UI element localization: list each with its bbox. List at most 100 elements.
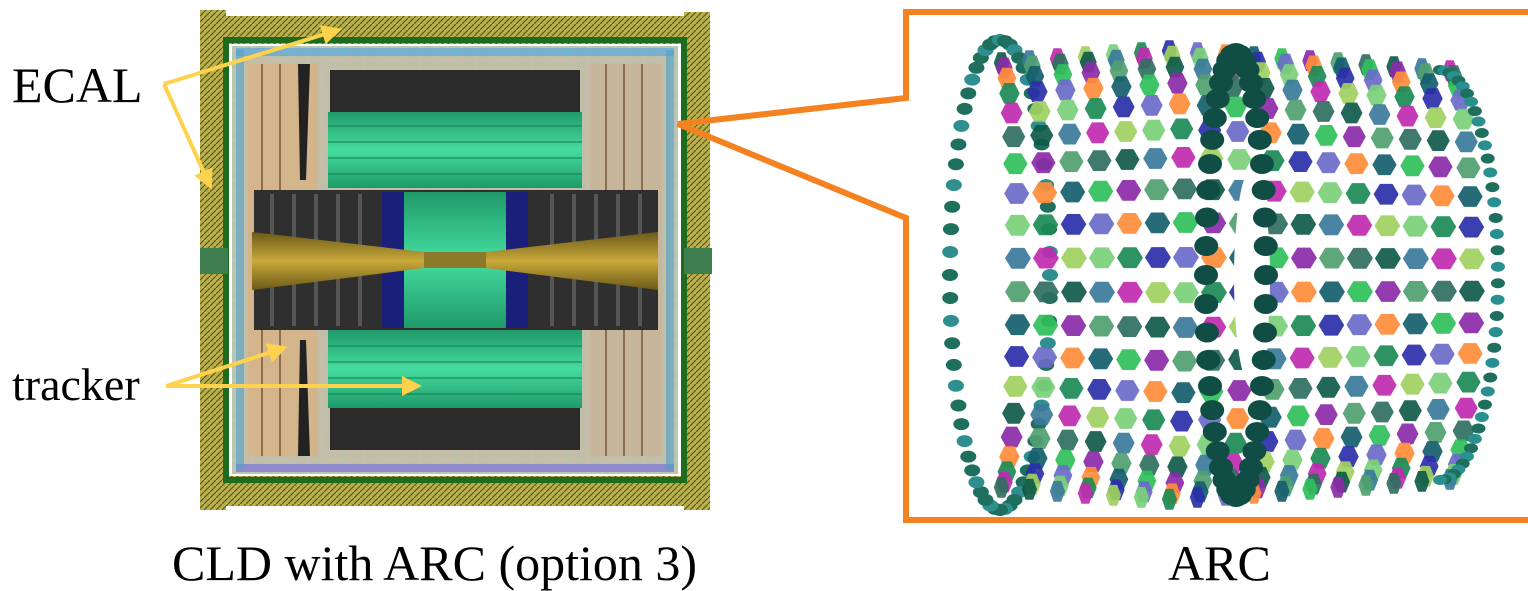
arc-cell <box>1198 154 1223 174</box>
arc-cell <box>1032 314 1059 336</box>
arc-cell <box>1253 293 1278 314</box>
arc-cell <box>1386 473 1402 494</box>
arc-cell <box>950 138 967 151</box>
arc-cell <box>1194 293 1219 314</box>
arc-cell <box>1358 475 1374 496</box>
arc-cell <box>1394 86 1415 108</box>
arc-cell <box>1165 56 1185 78</box>
arc-cell <box>1109 60 1129 82</box>
arc-cell <box>1115 380 1140 401</box>
arc-cell <box>1290 247 1317 269</box>
arc-cell <box>942 245 959 258</box>
arc-cell <box>1374 215 1401 237</box>
arc-cell <box>1302 478 1318 500</box>
arc-cell <box>1402 248 1429 269</box>
arc-cell <box>1042 269 1058 281</box>
arc-cell <box>1454 397 1478 419</box>
arc-cell <box>1167 456 1188 478</box>
ecal-arrow-left <box>162 83 213 190</box>
arc-cell <box>1312 101 1335 122</box>
arc-cell <box>947 379 964 392</box>
arc-cell <box>1312 428 1335 449</box>
arc-cell <box>1060 181 1086 203</box>
arc-cell <box>1144 316 1171 338</box>
arc-cell <box>1249 154 1274 174</box>
arc-cell <box>1483 372 1498 383</box>
arc-cell <box>1457 343 1483 364</box>
arc-cell <box>1194 236 1219 257</box>
arc-cell <box>950 399 967 412</box>
arc-cell <box>1196 349 1221 370</box>
arc-cell <box>1490 245 1505 256</box>
arc-cell <box>1370 401 1394 423</box>
arc-cell <box>1083 77 1104 99</box>
arc-cell <box>1086 406 1110 428</box>
arc-cell <box>1194 265 1218 285</box>
arc-cell <box>1251 180 1276 201</box>
arc-cell <box>1398 400 1422 422</box>
arc-cell <box>1401 344 1427 366</box>
arc-cell <box>1344 375 1369 397</box>
arc-cell <box>1459 88 1474 99</box>
arc-cell <box>1452 108 1475 130</box>
arc-cell <box>1002 402 1026 424</box>
arc-cell <box>1028 101 1051 122</box>
arc-cell <box>1251 349 1276 370</box>
arc-cell <box>1318 247 1345 269</box>
arc-cell <box>1167 72 1188 94</box>
arc-cell <box>1290 214 1317 235</box>
arc-cell <box>1239 72 1263 93</box>
arc-detector-drawing <box>942 34 1505 516</box>
arc-cell <box>953 418 970 431</box>
arc-cell <box>1370 127 1394 149</box>
arc-cell <box>1172 212 1199 233</box>
arc-cell <box>1314 125 1338 146</box>
arc-cell <box>1143 148 1168 169</box>
arc-cell <box>1488 327 1503 338</box>
arc-cell <box>1061 247 1087 269</box>
arc-cell <box>960 87 977 100</box>
arc-cell <box>1340 426 1363 448</box>
arc-cell <box>1059 151 1084 172</box>
arc-cell <box>1483 167 1498 178</box>
arc-cell <box>1458 280 1485 302</box>
arc-cell <box>1004 346 1030 367</box>
arc-cell <box>1116 180 1142 201</box>
arc-cell <box>1145 282 1171 303</box>
arc-cell <box>1467 106 1482 117</box>
arc-cell <box>964 464 981 477</box>
arc-cell <box>1396 105 1419 127</box>
arc-cell <box>1059 378 1084 399</box>
arc-cell <box>960 450 977 463</box>
arc-cell <box>1398 128 1422 150</box>
arc-cell <box>1139 74 1160 96</box>
arc-cell <box>972 486 989 499</box>
arc-cell <box>1055 79 1076 101</box>
arc-cell <box>1342 126 1366 148</box>
arc-cell <box>1161 488 1177 510</box>
arc-cell <box>1144 349 1170 371</box>
arc-cell <box>1452 420 1475 442</box>
arc-cell <box>1049 480 1065 502</box>
arc-cell <box>1428 156 1453 178</box>
arc-cell <box>1289 347 1315 369</box>
ecal-arrows <box>162 25 342 190</box>
arc-cell <box>1402 281 1429 302</box>
arc-cell <box>1032 214 1059 236</box>
arc-cell <box>1290 281 1317 303</box>
arc-cell <box>1000 102 1023 124</box>
arc-cell <box>1288 378 1313 399</box>
arc-cell <box>1422 88 1443 109</box>
arc-cell <box>1373 345 1399 367</box>
arc-cell <box>1414 471 1430 492</box>
arc-cell <box>1344 153 1369 175</box>
arc-cell <box>1345 183 1371 204</box>
arc-cell <box>1290 315 1317 336</box>
arc-cell <box>956 102 973 115</box>
arc-cell <box>1430 312 1457 334</box>
arc-cell <box>1003 375 1028 397</box>
arc-cell <box>1144 212 1171 234</box>
arc-cell <box>1021 478 1037 500</box>
cld-caption: CLD with ARC (option 3) <box>172 535 698 591</box>
